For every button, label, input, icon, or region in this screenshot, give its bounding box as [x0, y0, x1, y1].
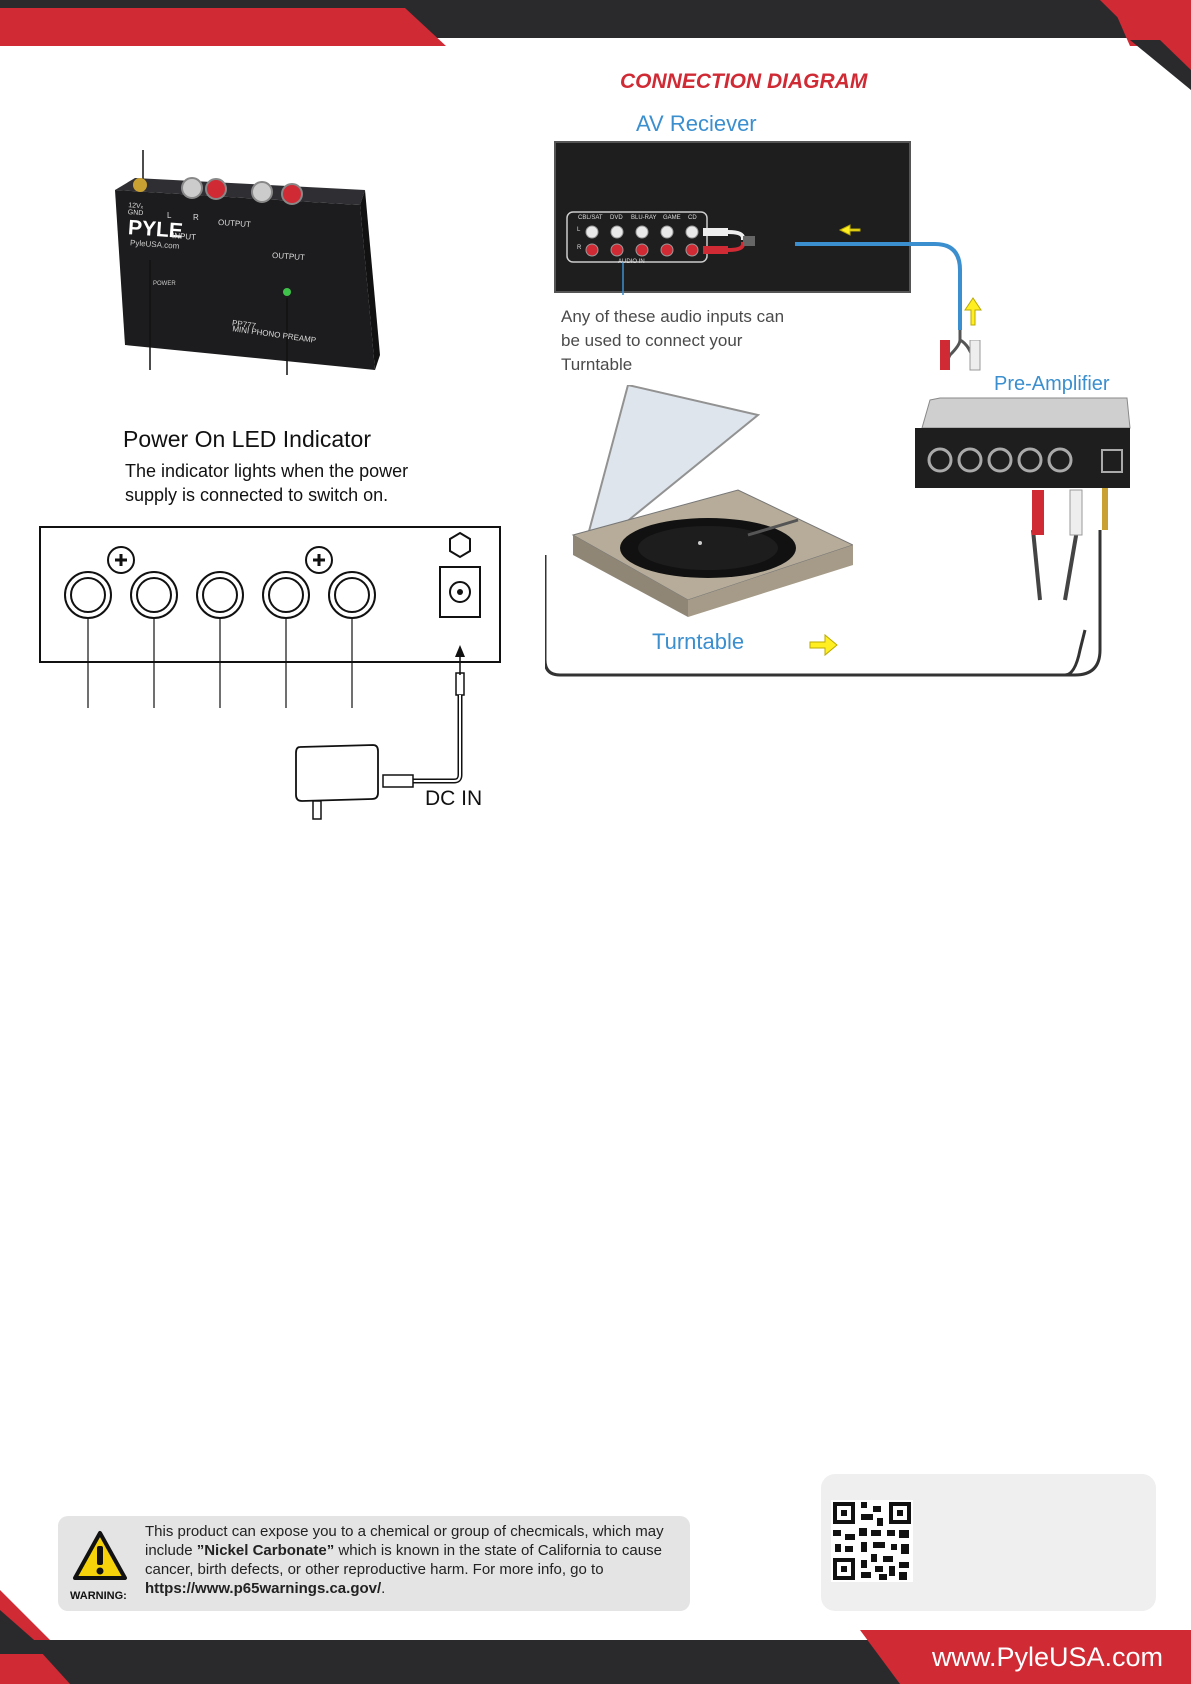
led-indicator-title: Power On LED Indicator — [123, 426, 372, 452]
receiver-input-game: GAME — [663, 215, 681, 221]
connection-cables — [545, 242, 1102, 677]
receiver-channel-r: R — [577, 245, 582, 251]
turntable-label: Turntable — [652, 629, 745, 654]
qr-code-panel — [821, 1474, 1156, 1611]
connection-diagram-title: CONNECTION DIAGRAM — [620, 70, 868, 93]
device-power-label: POWER — [153, 281, 176, 287]
receiver-input-bluray: BLU-RAY — [631, 215, 657, 221]
header-band — [0, 0, 1191, 46]
led-indicator-description: The indicator lights when the power supp… — [125, 461, 409, 505]
warning-text-part-2: which is known in the state of Californi… — [145, 1542, 662, 1578]
preamp-device-photo — [115, 150, 380, 375]
prop65-warning-box: WARNING: This product can expose you to … — [58, 1516, 690, 1611]
warning-text: This product can expose you to a chemica… — [145, 1522, 685, 1598]
receiver-input-dvd: DVD — [610, 215, 623, 221]
rear-panel-diagram — [39, 526, 501, 820]
footer-band — [30, 1630, 1191, 1684]
device-right-label: R — [193, 213, 199, 222]
device-input-label: INPUT — [171, 231, 197, 242]
preamp-label: Pre-Amplifier — [994, 373, 1110, 395]
receiver-input-cd: CD — [688, 215, 697, 221]
warning-label: WARNING: — [70, 1590, 127, 1602]
header-corner-accent — [1100, 0, 1191, 90]
audio-inputs-note: Any of these audio inputs can be used to… — [561, 307, 785, 374]
qr-code-icon[interactable] — [831, 1500, 913, 1582]
warning-text-end: . — [381, 1580, 386, 1597]
preamp-diagram — [915, 340, 1131, 536]
warning-chemical-name: ”Nickel Carbonate” — [196, 1542, 335, 1559]
receiver-input-cbl: CBL/SAT — [578, 215, 603, 221]
receiver-audio-in-label: AUDIO IN — [618, 259, 645, 265]
turntable-diagram — [571, 385, 853, 617]
footer-website-link[interactable]: www.PyleUSA.com — [931, 1642, 1163, 1672]
av-receiver-label: AV Reciever — [636, 111, 757, 136]
warning-link[interactable]: https://www.p65warnings.ca.gov/ — [145, 1580, 382, 1597]
receiver-channel-l: L — [577, 227, 581, 233]
device-gnd-label: 12Vₓ GND — [127, 202, 144, 218]
dc-in-label: DC IN — [425, 787, 483, 810]
av-receiver-diagram — [554, 141, 911, 295]
warning-triangle-icon — [73, 1531, 127, 1580]
device-left-label: L — [167, 211, 172, 220]
warning-text-part: This product can expose you to a chemica… — [145, 1523, 664, 1559]
